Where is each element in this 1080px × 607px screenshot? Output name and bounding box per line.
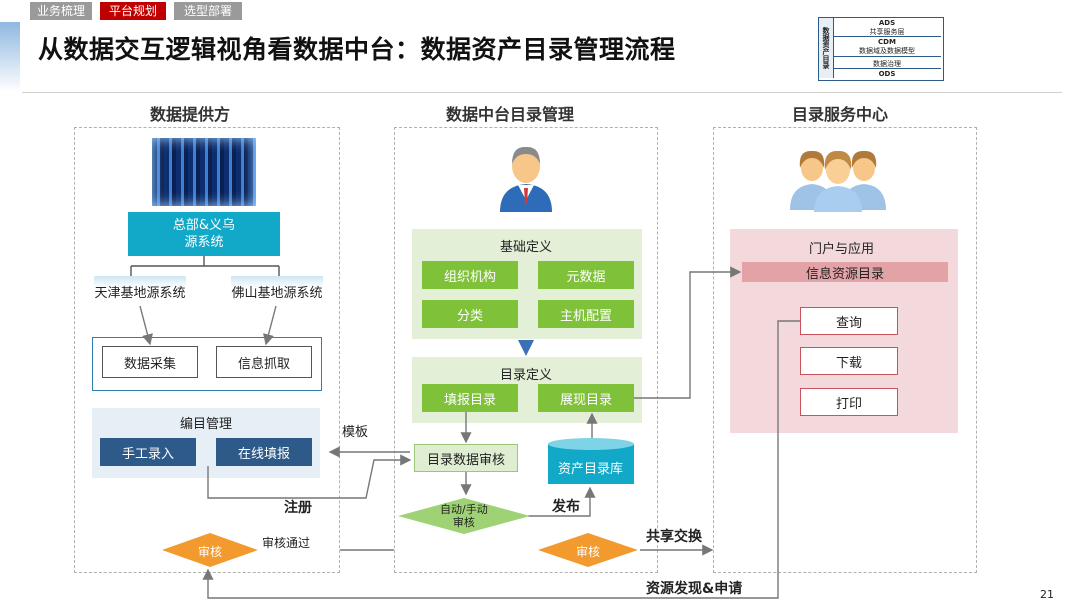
service-title: 目录服务中心: [792, 105, 889, 124]
tab-platform[interactable]: 平台规划: [100, 2, 166, 20]
architecture-thumbnail: 数据资产目录 ADS 共享服务层 CDM 数据域及数据模型 数据治理 ODS: [818, 17, 944, 81]
foshan-source-system[interactable]: 佛山基地源系统: [231, 276, 323, 306]
tab-business[interactable]: 业务梳理: [30, 2, 92, 20]
catalog-mgmt-title: 编目管理: [180, 417, 233, 432]
service-panel: [713, 127, 977, 573]
exchange-label: 共享交换: [646, 529, 702, 545]
info-grab-box[interactable]: 信息抓取: [216, 346, 312, 378]
org-box[interactable]: 组织机构: [422, 261, 518, 289]
title-divider: [22, 92, 1062, 93]
publish-label: 发布: [552, 499, 580, 515]
thumbnail-cdm: CDM: [878, 38, 896, 46]
center-panel: [394, 127, 658, 573]
catalog-data-review-box[interactable]: 目录数据审核: [414, 444, 518, 472]
host-config-box[interactable]: 主机配置: [538, 300, 634, 328]
data-collect-box[interactable]: 数据采集: [102, 346, 198, 378]
server-room-image: [152, 138, 256, 206]
thumbnail-divider: [834, 36, 941, 37]
page-number: 21: [1040, 588, 1054, 601]
portal-title: 门户与应用: [809, 242, 875, 257]
thumbnail-divider: [834, 68, 941, 69]
thumbnail-shared-service: 共享服务层: [869, 28, 905, 36]
info-resource-catalog-bar[interactable]: 信息资源目录: [742, 262, 948, 282]
discover-apply-label: 资源发现&申请: [646, 581, 743, 597]
collect-group: [92, 337, 322, 391]
online-fill-button[interactable]: 在线填报: [216, 438, 312, 466]
center-review-diamond: [538, 533, 638, 567]
tab-deploy[interactable]: 选型部署: [174, 2, 242, 20]
tianjin-source-system[interactable]: 天津基地源系统: [94, 276, 186, 306]
show-catalog-box[interactable]: 展现目录: [538, 384, 634, 412]
thumbnail-divider: [834, 56, 941, 57]
users-group-icon: [790, 140, 886, 212]
admin-person-icon: [496, 140, 556, 212]
auto-review-label: 自动/手动 审核: [440, 503, 488, 529]
asset-library-label: 资产目录库: [558, 462, 624, 477]
provider-review-diamond: [162, 533, 258, 567]
template-label: 模板: [342, 425, 369, 440]
download-button[interactable]: 下载: [800, 347, 898, 375]
fill-catalog-box[interactable]: 填报目录: [422, 384, 518, 412]
base-def-title: 基础定义: [500, 240, 553, 255]
center-review-label: 审核: [576, 545, 601, 559]
thumbnail-domain-model: 数据域及数据模型: [859, 47, 915, 55]
thumbnail-ods: ODS: [878, 70, 896, 78]
provider-review-label: 审核: [198, 545, 223, 559]
metadata-box[interactable]: 元数据: [538, 261, 634, 289]
title-accent: [0, 22, 20, 92]
review-pass-label: 审核通过: [262, 536, 311, 550]
center-title: 数据中台目录管理: [446, 105, 575, 124]
register-label: 注册: [284, 500, 312, 516]
hq-source-system[interactable]: 总部&义乌 源系统: [128, 212, 280, 256]
thumbnail-ads: ADS: [878, 19, 896, 27]
print-button[interactable]: 打印: [800, 388, 898, 416]
asset-catalog-library[interactable]: [548, 438, 634, 486]
thumbnail-governance: 数据治理: [873, 60, 901, 68]
auto-review-diamond: [398, 498, 530, 534]
provider-title: 数据提供方: [150, 105, 231, 124]
manual-entry-button[interactable]: 手工录入: [100, 438, 196, 466]
category-box[interactable]: 分类: [422, 300, 518, 328]
catalog-def-title: 目录定义: [500, 368, 553, 383]
query-button[interactable]: 查询: [800, 307, 898, 335]
thumbnail-side-label: 数据资产目录: [819, 18, 834, 78]
page-title: 从数据交互逻辑视角看数据中台：数据资产目录管理流程: [38, 35, 676, 64]
